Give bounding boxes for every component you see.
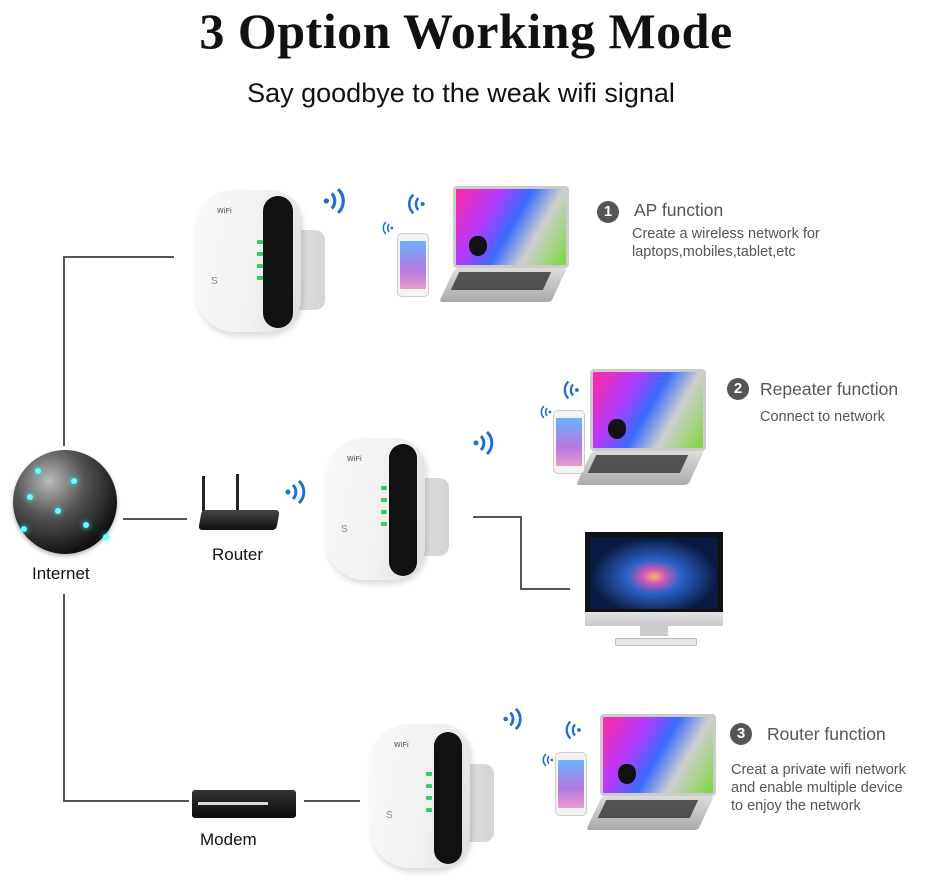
wifi-signal-icon xyxy=(542,753,554,767)
wifi-signal-icon xyxy=(503,707,522,731)
laptop-icon xyxy=(425,184,575,309)
mode-1-desc-line1: Create a wireless network for xyxy=(632,226,820,242)
mode-3-title: Router function xyxy=(767,724,886,744)
connector-line xyxy=(63,594,65,801)
connector-line xyxy=(63,256,174,258)
page-subtitle: Say goodbye to the weak wifi signal xyxy=(247,78,675,108)
mode-1-badge: 1 xyxy=(597,201,619,223)
wifi-extender-icon: WiFi S xyxy=(370,724,500,872)
connector-line xyxy=(304,800,360,802)
wifi-signal-icon xyxy=(563,380,579,400)
wifi-extender-icon: WiFi S xyxy=(195,190,335,340)
globe-icon xyxy=(13,450,117,554)
wifi-signal-icon xyxy=(540,405,552,419)
mode-1-desc-line2: laptops,mobiles,tablet,etc xyxy=(632,244,796,260)
mode-2-desc-line1: Connect to network xyxy=(760,409,885,425)
wifi-signal-icon xyxy=(382,221,394,235)
wifi-signal-icon xyxy=(407,193,425,215)
mode-2-title: Repeater function xyxy=(760,379,899,399)
laptop-icon xyxy=(572,712,722,837)
connector-line xyxy=(63,256,65,446)
smartphone-icon xyxy=(555,752,587,816)
internet-label: Internet xyxy=(32,564,90,583)
smartphone-icon xyxy=(553,410,585,474)
modem-label: Modem xyxy=(200,830,257,849)
wifi-extender-icon: WiFi S xyxy=(325,438,455,583)
laptop-icon xyxy=(562,367,712,492)
mode-1-title: AP function xyxy=(634,200,724,220)
router-label: Router xyxy=(212,545,264,564)
smartphone-icon xyxy=(397,233,429,297)
wifi-signal-icon xyxy=(473,430,494,456)
router-icon xyxy=(196,474,284,536)
modem-icon xyxy=(192,786,298,820)
connector-line xyxy=(520,516,522,589)
mode-3-desc-line2: and enable multiple device xyxy=(731,780,903,796)
connector-line xyxy=(520,588,570,590)
wifi-signal-icon xyxy=(285,479,306,505)
mode-3-desc-line1: Creat a private wifi network xyxy=(731,762,906,778)
wifi-signal-icon xyxy=(565,720,581,740)
wifi-signal-icon xyxy=(323,188,345,214)
connector-line xyxy=(63,800,189,802)
mode-3-badge: 3 xyxy=(730,723,752,745)
mode-2-badge: 2 xyxy=(727,378,749,400)
connector-line xyxy=(123,518,187,520)
connector-line xyxy=(473,516,521,518)
mode-3-desc-line3: to enjoy the network xyxy=(731,798,861,814)
page-title: 3 Option Working Mode xyxy=(199,3,733,59)
desktop-computer-icon xyxy=(585,532,725,650)
